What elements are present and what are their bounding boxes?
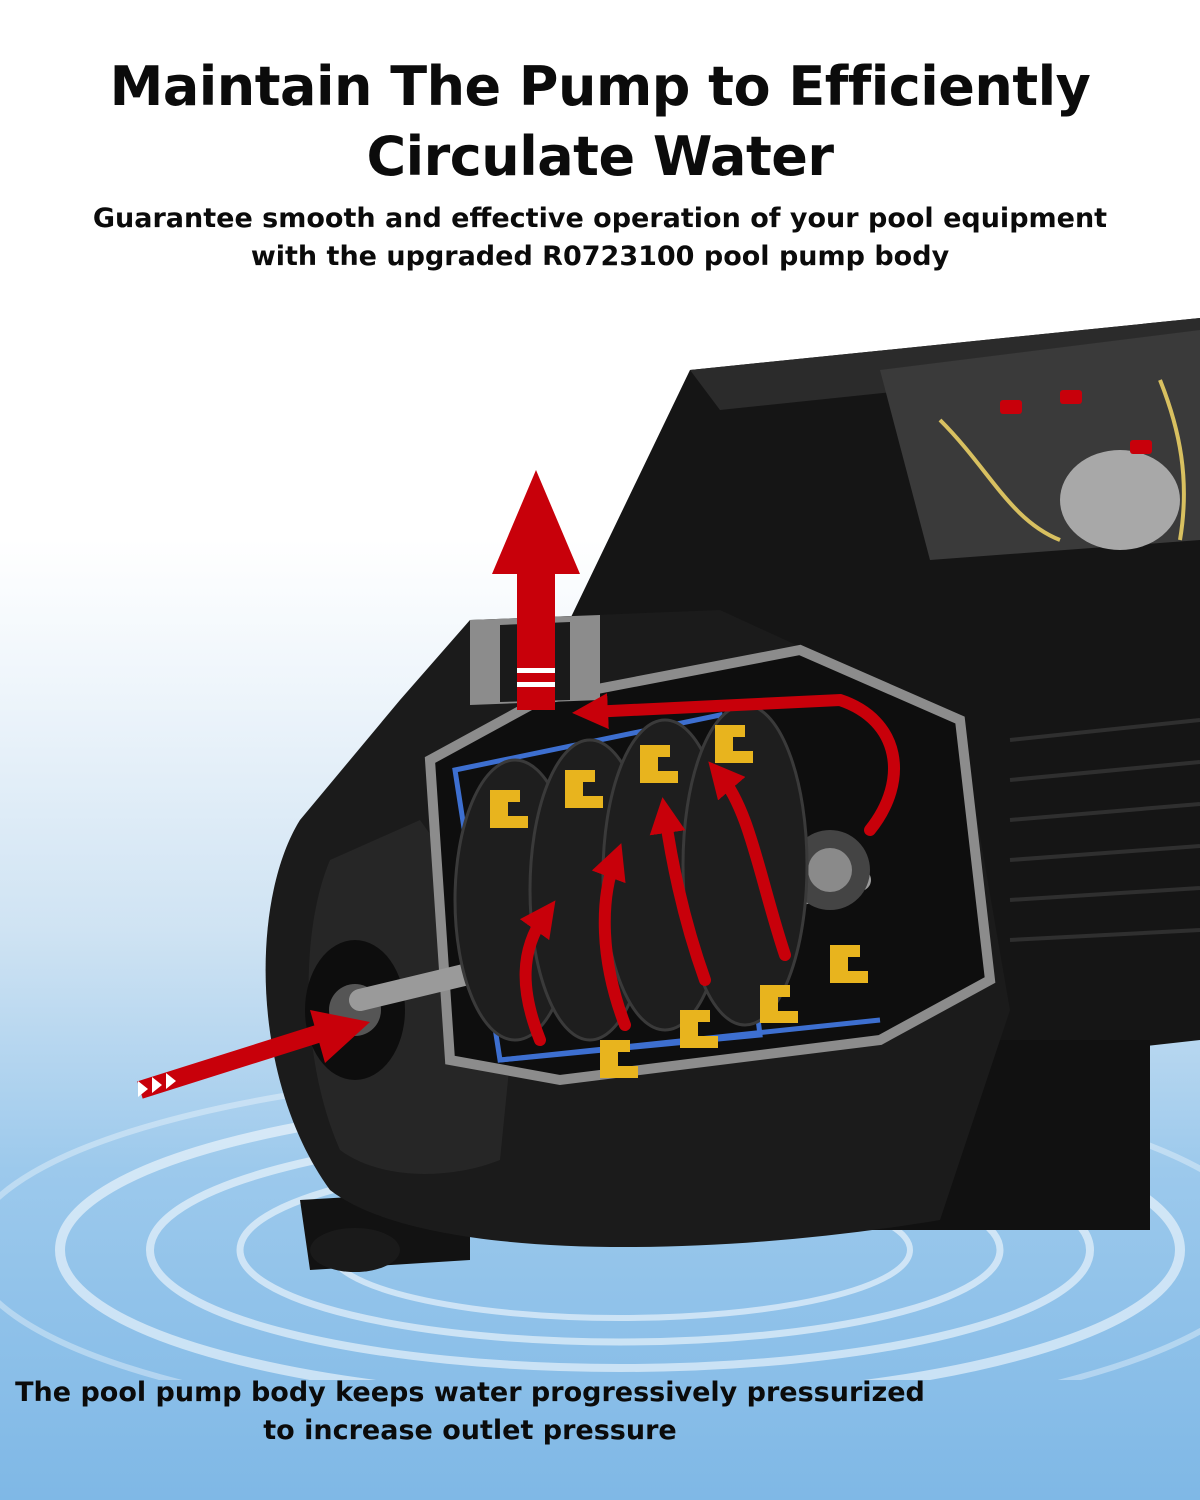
outlet-arrow-icon	[492, 470, 580, 710]
subtitle-line-2: with the upgraded R0723100 pool pump bod…	[250, 241, 950, 272]
subtitle: Guarantee smooth and effective operation…	[0, 200, 1200, 276]
caption-line-2: to increase outlet pressure	[263, 1415, 677, 1446]
cutaway-section	[349, 615, 996, 1086]
internal-flow-arrow-icon	[519, 693, 900, 1046]
bottom-caption: The pool pump body keeps water progressi…	[0, 1374, 940, 1450]
title-line-1: Maintain The Pump to Efficiently	[109, 55, 1091, 118]
caption-line-1: The pool pump body keeps water progressi…	[15, 1377, 925, 1408]
inlet-arrow-icon	[137, 1010, 370, 1099]
subtitle-line-1: Guarantee smooth and effective operation…	[92, 203, 1108, 234]
pump-cutaway-illustration	[0, 318, 1200, 1380]
title-line-2: Circulate Water	[366, 125, 834, 188]
page-title: Maintain The Pump to Efficiently Circula…	[0, 52, 1200, 192]
